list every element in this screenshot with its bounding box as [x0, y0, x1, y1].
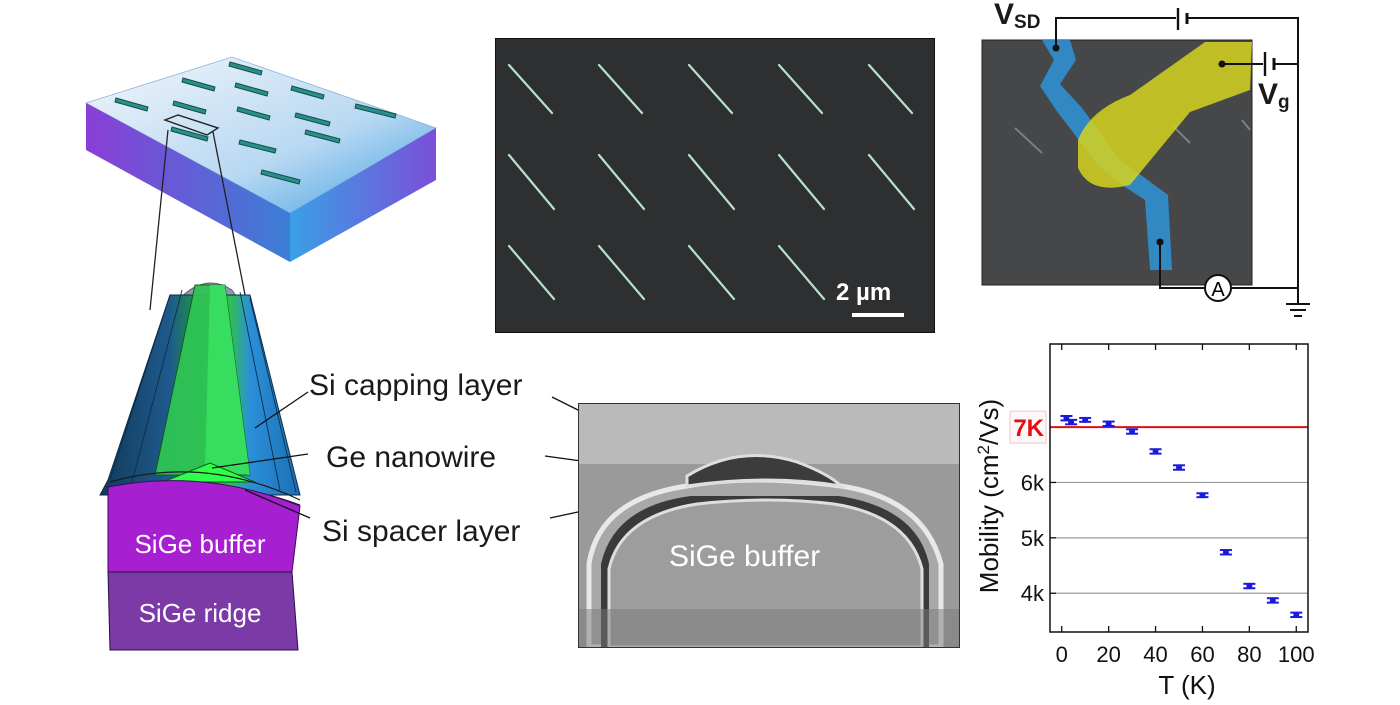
- scale-bar: [852, 313, 904, 317]
- schematic-panel: SiGe buffer SiGe ridge: [0, 0, 480, 700]
- nanowire-leader: [211, 453, 309, 469]
- x-tick-label: 40: [1143, 642, 1167, 667]
- data-point: [1105, 420, 1112, 427]
- schematic-figure: SiGe buffer SiGe ridge: [84, 56, 437, 651]
- data-point: [1199, 492, 1206, 499]
- data-point: [1152, 448, 1159, 455]
- y-tick-label: 6k: [1021, 470, 1045, 495]
- spacer-leader: [244, 489, 311, 519]
- ammeter-label: A: [1211, 279, 1225, 301]
- tem-cross-image: [579, 404, 959, 647]
- gate-electrode: [1078, 42, 1252, 188]
- data-point: [1176, 464, 1182, 471]
- label-spacer-layer: Si spacer layer: [322, 515, 521, 548]
- vg-main: V: [1258, 78, 1279, 111]
- reference-label-box: [1009, 410, 1047, 444]
- device-panel: A VSD Vg: [980, 0, 1400, 330]
- buffer-label: SiGe buffer: [134, 529, 265, 559]
- data-point: [1129, 428, 1136, 435]
- sem-top-panel: 2 µm: [495, 38, 935, 333]
- label-capping-layer: Si capping layer: [309, 369, 523, 402]
- zoom-line-right: [212, 131, 249, 311]
- capping-leader: [254, 391, 309, 429]
- x-tick-label: 80: [1237, 642, 1261, 667]
- label-ge-nanowire: Ge nanowire: [326, 441, 497, 474]
- ammeter-icon: [1204, 274, 1232, 302]
- data-point: [1293, 611, 1300, 618]
- mobility-chart: 0 20 40 60 80 100 4k 5k 6k 7K T (K) Mobility (cm2/V…: [974, 343, 1315, 700]
- x-tick-label: 20: [1096, 642, 1120, 667]
- data-point: [1222, 549, 1229, 556]
- y-tick-label: 5k: [1021, 526, 1045, 551]
- scale-bar-label: 2 µm: [836, 279, 892, 306]
- data-point: [1269, 597, 1276, 604]
- zoom-box: [162, 114, 220, 136]
- zoom-line-left: [149, 129, 169, 311]
- nanowire-bars: [114, 61, 397, 185]
- vg-label: Vg: [1258, 78, 1290, 114]
- substrate-block: [84, 56, 437, 262]
- reference-label: 7K: [1013, 415, 1044, 442]
- circuit-wires: [1055, 17, 1310, 317]
- ridge-label: SiGe ridge: [139, 598, 262, 628]
- data-point: [1246, 583, 1253, 590]
- y-axis-label: Mobility (cm2/Vs): [974, 399, 1004, 593]
- x-axis-label: T (K): [1158, 670, 1215, 700]
- vsd-sub: SD: [1014, 12, 1041, 34]
- vsd-label: VSD: [994, 0, 1040, 34]
- y-tick-label: 4k: [1021, 581, 1045, 606]
- nanowire-3d: [99, 282, 301, 651]
- data-point: [1082, 416, 1089, 423]
- x-tick-label: 60: [1190, 642, 1214, 667]
- device-figure: A: [981, 8, 1310, 317]
- tem-buffer-label: SiGe buffer: [669, 540, 821, 573]
- data-point: [1068, 419, 1075, 426]
- mobility-chart-panel: 0 20 40 60 80 100 4k 5k 6k 7K T (K) Mobility (cm2/V…: [960, 330, 1400, 700]
- x-tick-label: 100: [1278, 642, 1315, 667]
- vg-sub: g: [1278, 92, 1290, 114]
- vsd-main: V: [994, 0, 1015, 31]
- tem-cross-panel: SiGe buffer: [578, 403, 960, 648]
- x-tick-label: 0: [1056, 642, 1068, 667]
- plot-frame: [1049, 343, 1309, 633]
- sem-top-image: [507, 63, 916, 317]
